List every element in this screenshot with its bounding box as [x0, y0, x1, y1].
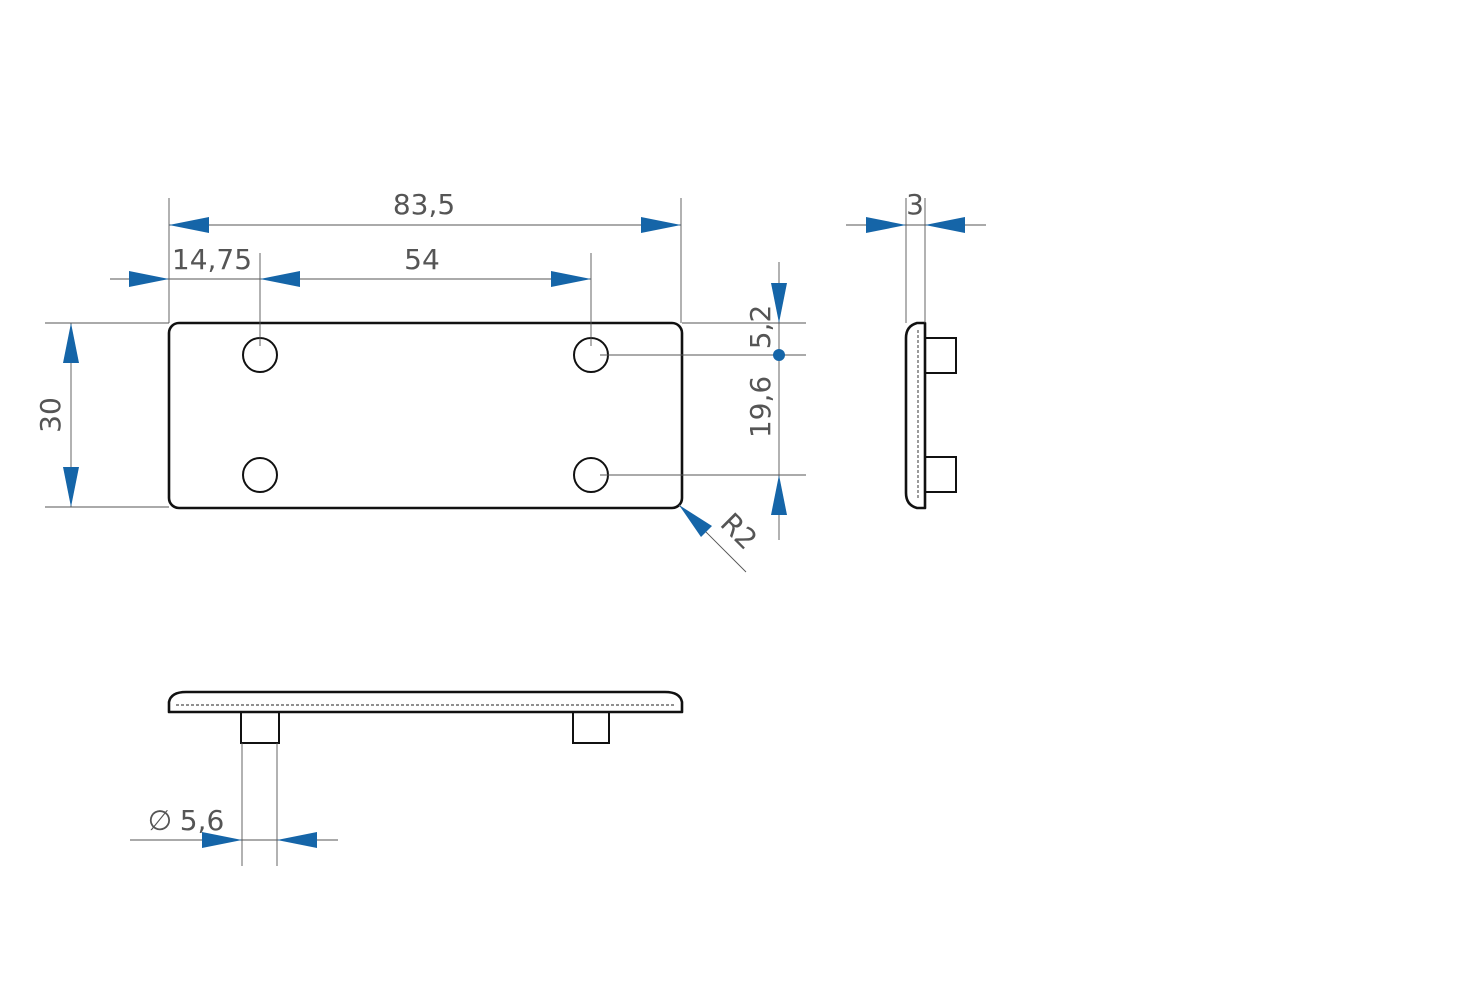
height-label: 30 — [34, 397, 67, 433]
hole-bottom-left — [242, 457, 278, 493]
dimension-vertical-holes: 5,2 19,6 — [744, 262, 787, 540]
front-view — [167, 321, 684, 510]
side-pin-top — [924, 337, 957, 374]
side-view — [904, 321, 957, 510]
thickness-label: 3 — [906, 188, 924, 221]
hole-spacing-label: 54 — [404, 243, 440, 276]
diameter-symbol: ∅ — [148, 804, 172, 837]
top-hole-offset-label: 5,2 — [744, 305, 777, 350]
dimension-overall-length: 83,5 — [169, 188, 681, 233]
top-pin-right — [572, 711, 610, 744]
overall-length-label: 83,5 — [393, 188, 455, 221]
side-pin-bottom — [924, 456, 957, 493]
plate-outline — [167, 321, 684, 510]
dimension-height: 30 — [34, 323, 79, 507]
dimension-thickness: 3 — [846, 188, 986, 323]
dimension-hole-offset: 14,75 54 — [110, 243, 591, 287]
corner-radius-label: R2 — [714, 506, 764, 556]
pin-diameter-label: 5,6 — [180, 804, 225, 837]
top-view — [167, 690, 684, 744]
top-plate-outline — [167, 690, 684, 714]
vertical-hole-spacing-label: 19,6 — [744, 376, 777, 438]
dimension-pin-diameter: ∅ 5,6 — [130, 743, 338, 866]
dimension-corner-radius: R2 — [678, 504, 764, 573]
front-extension-lines — [45, 198, 806, 508]
top-pin-left — [240, 711, 280, 744]
hole-offset-label: 14,75 — [172, 243, 252, 276]
side-plate-outline — [904, 321, 927, 510]
